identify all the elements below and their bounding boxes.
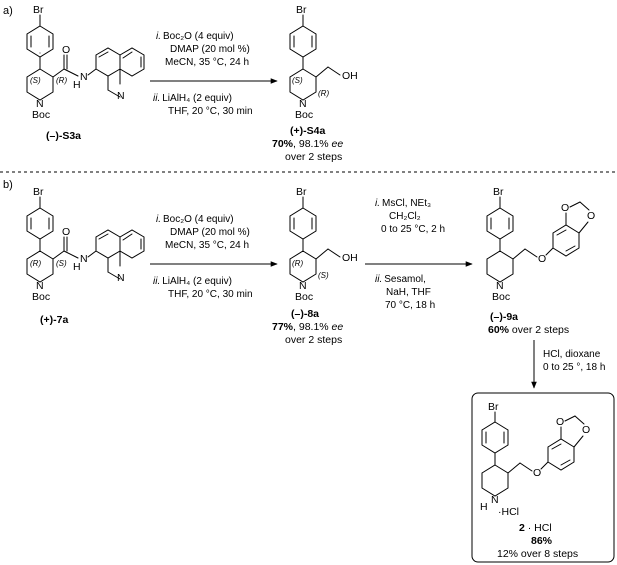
atom-h: H	[73, 79, 81, 91]
atom-oh: OH	[342, 70, 358, 82]
panel-b-label: b)	[3, 179, 13, 191]
atom-br: Br	[33, 186, 44, 198]
atom-n-quinoline: N	[117, 90, 125, 102]
atom-o-link: O	[533, 467, 541, 479]
svg-text:CH₂Cl₂: CH₂Cl₂	[389, 211, 421, 222]
atom-n-ring: N	[36, 98, 44, 110]
conditions-a: i.Boc₂O (4 equiv) DMAP (20 mol %) MeCN, …	[153, 31, 253, 117]
stereo-label: (S)	[292, 76, 303, 85]
compound-2-structure: Br O O O N H ·HCl	[480, 401, 590, 518]
svg-text:i.Boc₂O (4 equiv): i.Boc₂O (4 equiv)	[156, 214, 234, 225]
atom-n-ring: N	[299, 98, 307, 110]
atom-boc: Boc	[295, 291, 313, 303]
atom-n-ring: N	[491, 494, 499, 506]
svg-text:70 °C, 18 h: 70 °C, 18 h	[385, 300, 435, 311]
atom-boc: Boc	[32, 291, 50, 303]
stereo-label: (R)	[318, 89, 329, 98]
stereo-label: (R)	[30, 259, 41, 268]
svg-text:i.Boc₂O (4 equiv): i.Boc₂O (4 equiv)	[156, 31, 234, 42]
atom-n: N	[80, 71, 88, 83]
compound-7a-structure: Br (R) (S) O N H N N Boc	[26, 186, 145, 303]
svg-text:MeCN, 35 °C, 24 h: MeCN, 35 °C, 24 h	[165, 57, 249, 68]
atom-n-ring: N	[299, 280, 307, 292]
svg-text:THF, 20 °C, 30 min: THF, 20 °C, 30 min	[168, 106, 253, 117]
stereo-label: (R)	[292, 259, 303, 268]
atom-n-quinoline: N	[117, 272, 125, 284]
conditions-b2: i.MsCl, NEt₃ CH₂Cl₂ 0 to 25 °C, 2 h ii.S…	[375, 198, 445, 311]
conditions-b1: i.Boc₂O (4 equiv) DMAP (20 mol %) MeCN, …	[153, 214, 253, 300]
compound-label-8a: (–)-8a	[291, 308, 319, 320]
atom-n-ring: N	[36, 280, 44, 292]
compound-label-2: 2 · HCl	[519, 522, 552, 534]
atom-o-dioxole: O	[561, 202, 569, 214]
atom-br: Br	[296, 4, 307, 16]
atom-h: H	[73, 261, 81, 273]
atom-boc: Boc	[295, 109, 313, 121]
compound-label-9a: (–)-9a	[490, 311, 518, 323]
atom-boc: Boc	[492, 291, 510, 303]
final-product-box	[471, 392, 615, 563]
stereo-label: (S)	[56, 259, 67, 268]
yield-2-overall: 12% over 8 steps	[497, 548, 578, 560]
yield-9a: 60% over 2 steps	[488, 324, 569, 336]
atom-o-dioxole: O	[556, 416, 564, 428]
stereo-label: (R)	[56, 76, 67, 85]
yield-2: 86%	[531, 535, 553, 547]
stereo-label: (S)	[30, 76, 41, 85]
compound-s4a-structure: Br (S) (R) OH N Boc	[289, 4, 358, 121]
atom-br: Br	[296, 186, 307, 198]
compound-label-s3a: (–)-S3a	[46, 130, 81, 142]
atom-o-link: O	[538, 253, 546, 265]
svg-text:DMAP (20 mol %): DMAP (20 mol %)	[170, 44, 250, 55]
svg-text:ii.LiAlH₄ (2 equiv): ii.LiAlH₄ (2 equiv)	[153, 93, 232, 104]
atom-br: Br	[493, 186, 504, 198]
atom-o-dioxole: O	[587, 210, 595, 222]
yield-8a-steps: over 2 steps	[285, 334, 342, 346]
atom-n-ring: N	[496, 280, 504, 292]
atom-o: O	[62, 226, 70, 238]
compound-9a-structure: Br O O O N Boc	[486, 186, 595, 303]
compound-s3a-structure: Br (S) (R) O N H N N Boc	[26, 4, 145, 121]
yield-8a: 77%, 98.1% ee	[272, 321, 343, 333]
svg-text:0 to 25 °, 18 h: 0 to 25 °, 18 h	[543, 362, 605, 373]
atom-boc: Boc	[32, 109, 50, 121]
svg-text:0 to 25 °C, 2 h: 0 to 25 °C, 2 h	[381, 224, 445, 235]
conditions-b3: HCl, dioxane 0 to 25 °, 18 h	[543, 349, 605, 373]
atom-br: Br	[33, 4, 44, 16]
atom-o-dioxole: O	[582, 424, 590, 436]
atom-n: N	[80, 253, 88, 265]
compound-8a-structure: Br (R) (S) OH N Boc	[289, 186, 358, 303]
atom-br: Br	[488, 401, 499, 413]
svg-text:ii.LiAlH₄ (2 equiv): ii.LiAlH₄ (2 equiv)	[153, 276, 232, 287]
panel-a-label: a)	[3, 5, 13, 17]
stereo-label: (S)	[318, 271, 329, 280]
svg-text:THF, 20 °C, 30 min: THF, 20 °C, 30 min	[168, 289, 253, 300]
yield-s4a-steps: over 2 steps	[285, 151, 342, 163]
svg-text:DMAP (20 mol %): DMAP (20 mol %)	[170, 227, 250, 238]
svg-text:NaH, THF: NaH, THF	[386, 287, 431, 298]
compound-label-7a: (+)-7a	[40, 314, 68, 326]
atom-oh: OH	[342, 252, 358, 264]
svg-text:ii.Sesamol,: ii.Sesamol,	[375, 274, 426, 285]
yield-s4a: 70%, 98.1% ee	[272, 138, 343, 150]
compound-label-s4a: (+)-S4a	[290, 125, 325, 137]
svg-text:HCl, dioxane: HCl, dioxane	[543, 349, 601, 360]
atom-o: O	[62, 44, 70, 56]
svg-text:i.MsCl, NEt₃: i.MsCl, NEt₃	[375, 198, 431, 209]
atom-h-ring: H	[480, 501, 488, 513]
hcl-salt-label: ·HCl	[498, 506, 519, 518]
svg-text:MeCN, 35 °C, 24 h: MeCN, 35 °C, 24 h	[165, 240, 249, 251]
